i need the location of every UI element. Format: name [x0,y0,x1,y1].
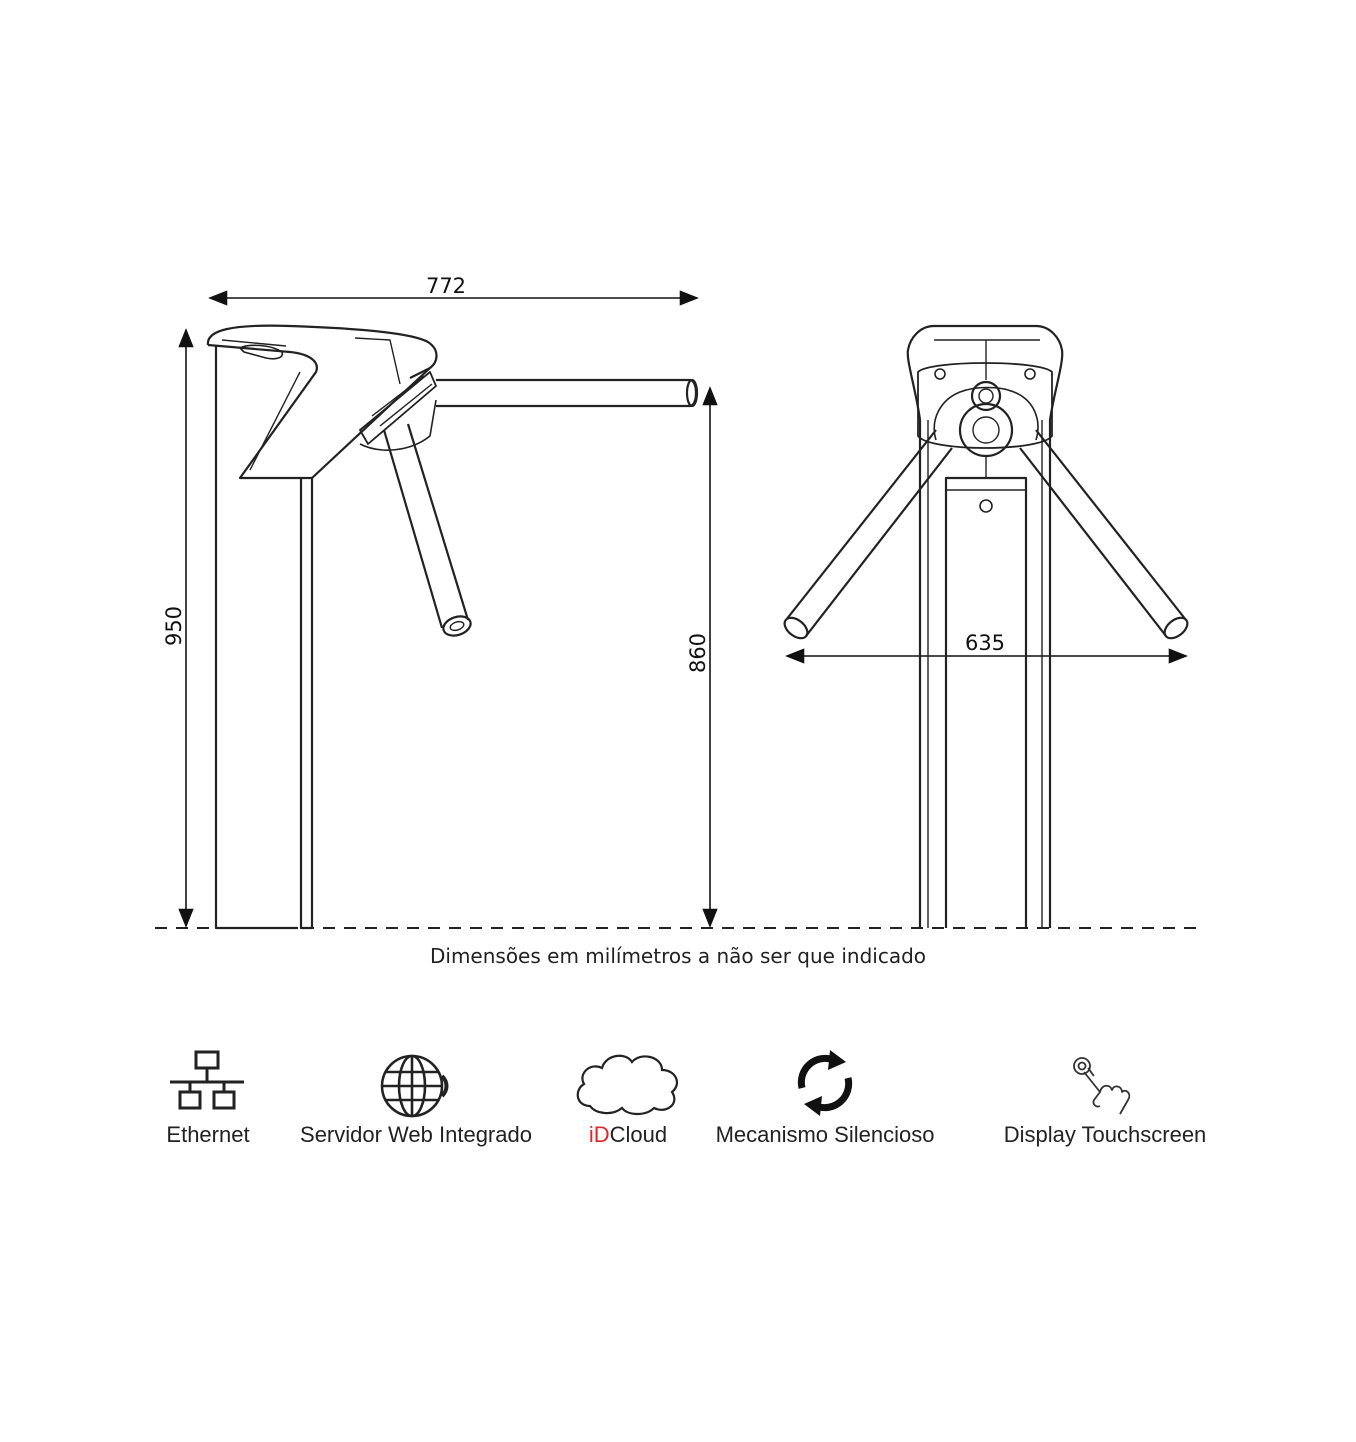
network-icon [170,1050,244,1110]
touch-hand-icon [1073,1057,1131,1115]
globe-icon [380,1054,449,1118]
front-view [783,324,1189,928]
feature-label-idcloud: iDCloud [588,1122,668,1147]
feature-label-touchscreen: Display Touchscreen [1003,1122,1207,1147]
dimension-950: 950 [162,606,186,646]
feature-label-ethernet: Ethernet [166,1122,250,1147]
side-view [206,324,699,930]
feature-web-server: Servidor Web Integrado [278,1040,554,1160]
dimension-772: 772 [426,274,466,298]
feature-touchscreen: Display Touchscreen [980,1040,1230,1160]
dimension-lines [178,290,1188,928]
dimension-860: 860 [686,633,710,673]
feature-label-silent-mechanism: Mecanismo Silencioso [715,1122,935,1147]
feature-ethernet: Ethernet [138,1040,278,1160]
cloud-icon [576,1054,679,1116]
units-note: Dimensões em milímetros a não ser que in… [429,944,927,968]
feature-silent-mechanism: Mecanismo Silencioso [700,1040,950,1160]
feature-label-web-server: Servidor Web Integrado [300,1122,532,1147]
feature-list: Ethernet Servidor Web Integrado iDCloud [0,1040,1356,1160]
rotate-arrows-icon [797,1050,853,1116]
feature-idcloud: iDCloud [558,1040,698,1160]
dimension-635: 635 [965,631,1005,655]
